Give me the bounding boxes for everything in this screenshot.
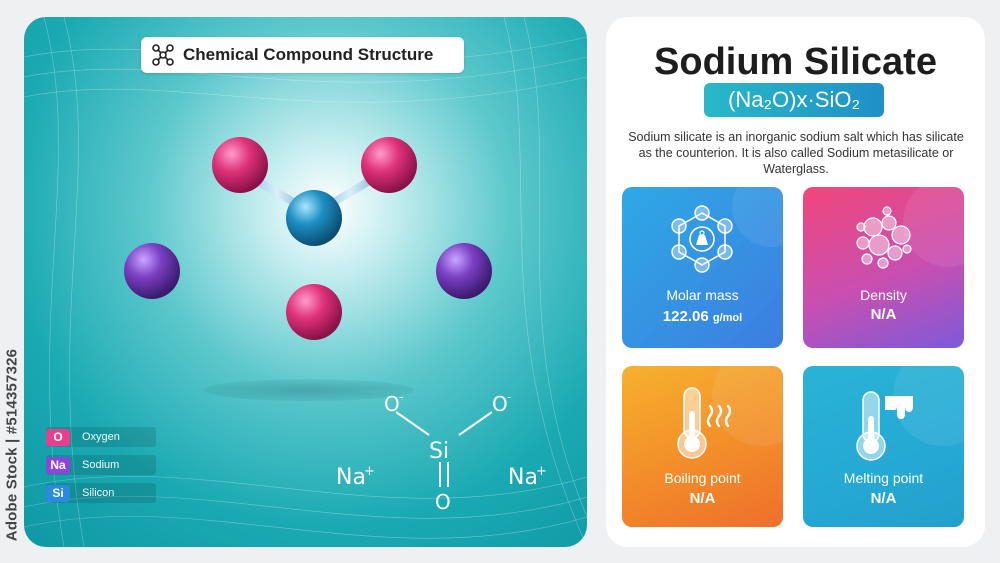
melting-thermometer-icon xyxy=(856,391,913,461)
molecule-weight-icon xyxy=(671,205,733,273)
molar-mass-value-row: 122.06 g/mol xyxy=(622,308,783,325)
structure-panel: Chemical Compound Structure xyxy=(24,17,587,547)
formula-oxygen-left: O xyxy=(384,392,400,416)
legend-item-silicon: Si Silicon xyxy=(46,483,156,503)
structure-title-pill: Chemical Compound Structure xyxy=(141,37,464,73)
formula-sodium-left-charge: + xyxy=(364,464,375,479)
boiling-point-value: N/A xyxy=(689,490,716,507)
info-panel: Sodium Silicate (Na₂O)x·SiO₂ Sodium sili… xyxy=(606,17,985,547)
legend-label-sodium: Sodium xyxy=(82,459,120,471)
density-bubbles-icon xyxy=(856,206,912,269)
formula-sodium-left: Na xyxy=(336,465,366,490)
oxygen-atom-top-left xyxy=(212,137,268,193)
density-label: Density xyxy=(860,287,907,303)
silicon-atom xyxy=(286,190,342,246)
legend-label-oxygen: Oxygen xyxy=(82,431,120,443)
molar-mass-label: Molar mass xyxy=(666,287,739,303)
atom-legend: O Oxygen Na Sodium Si Silicon xyxy=(46,427,156,511)
molar-mass-unit: g/mol xyxy=(712,312,743,324)
hot-thermometer-icon xyxy=(677,387,732,459)
formula-silicon: Si xyxy=(429,439,449,464)
molecule-shadow xyxy=(204,379,414,401)
formula-sodium-right-charge: + xyxy=(536,464,547,479)
boiling-point-card: Boiling point N/A xyxy=(622,366,783,527)
legend-item-oxygen: O Oxygen xyxy=(46,427,156,447)
oxygen-atom-bottom xyxy=(286,284,342,340)
density-card: Density N/A xyxy=(803,187,964,348)
legend-label-silicon: Silicon xyxy=(82,487,115,499)
molecule-network-icon xyxy=(152,44,174,66)
legend-badge-sodium: Na xyxy=(46,456,70,474)
formula-oxygen-bottom: O xyxy=(435,490,451,514)
density-value: N/A xyxy=(870,306,897,323)
melting-point-card: Melting point N/A xyxy=(803,366,964,527)
stock-watermark: Adobe Stock | #514357326 xyxy=(2,335,22,555)
compound-name: Sodium Silicate xyxy=(654,41,937,83)
formula-oxygen-right: O xyxy=(492,392,508,416)
compound-formula: (Na₂O)x·SiO₂ xyxy=(704,83,884,117)
molar-mass-card: Molar mass 122.06 g/mol xyxy=(622,187,783,348)
ball-and-stick-model xyxy=(124,137,492,340)
formula-oxygen-left-charge: - xyxy=(399,390,403,404)
legend-badge-oxygen: O xyxy=(46,428,70,446)
molar-mass-value: 122.06 xyxy=(662,308,709,325)
oxygen-atom-top-right xyxy=(361,137,417,193)
sodium-atom-right xyxy=(436,243,492,299)
background-wave-lines xyxy=(24,17,587,547)
watermark-text: Adobe Stock | #514357326 xyxy=(3,348,21,542)
boiling-point-label: Boiling point xyxy=(664,470,741,486)
formula-oxygen-right-charge: - xyxy=(507,390,511,404)
structure-title: Chemical Compound Structure xyxy=(183,45,434,64)
structural-formula: O - O - Si O Na + Na + xyxy=(336,390,547,514)
legend-badge-silicon: Si xyxy=(46,484,70,502)
sodium-atom-left xyxy=(124,243,180,299)
melting-point-label: Melting point xyxy=(843,470,924,486)
formula-sodium-right: Na xyxy=(508,465,538,490)
legend-item-sodium: Na Sodium xyxy=(46,455,156,475)
melting-point-value: N/A xyxy=(870,490,897,507)
compound-description: Sodium silicate is an inorganic sodium s… xyxy=(628,130,964,176)
